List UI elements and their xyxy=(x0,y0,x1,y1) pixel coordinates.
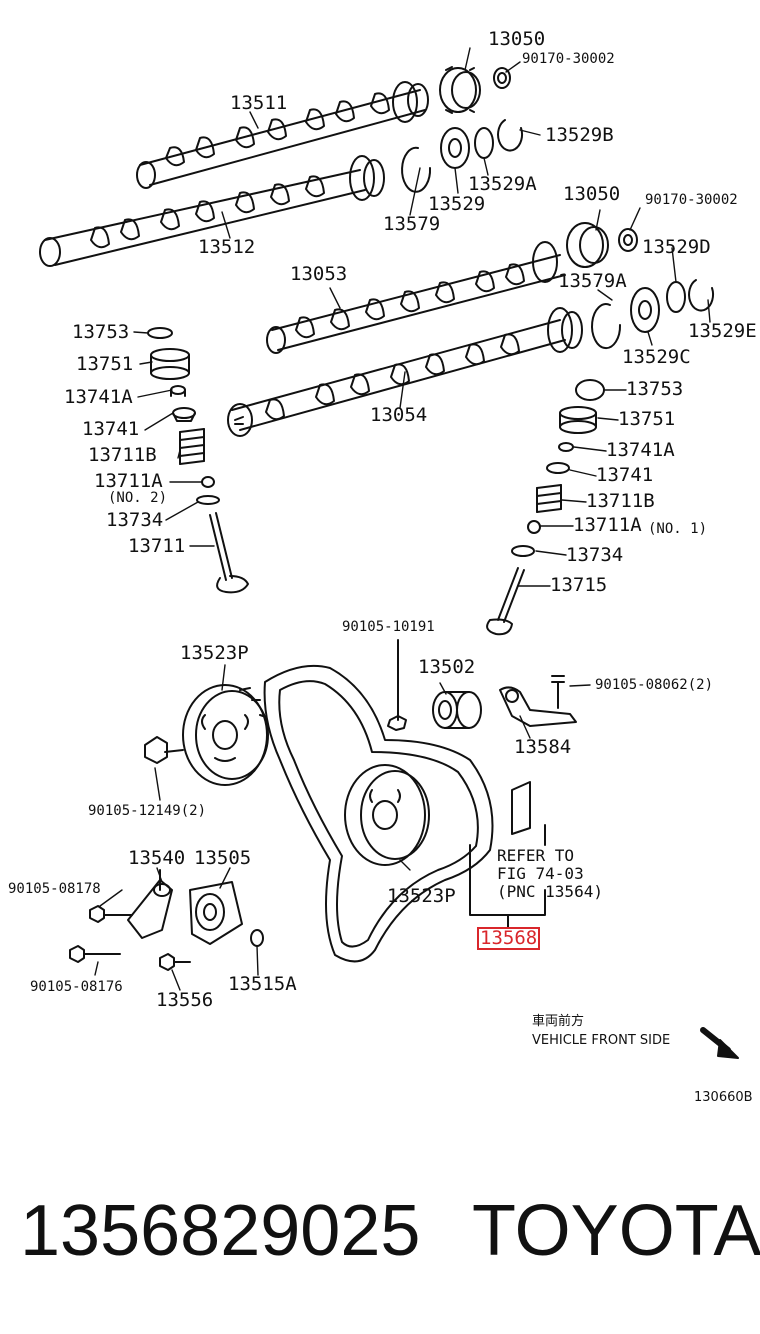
pulley-13505 xyxy=(189,881,243,945)
label-no2: (NO. 2) xyxy=(108,490,168,506)
label-no1: (NO. 1) xyxy=(648,521,708,537)
label-13523p-upper: 13523P xyxy=(180,642,249,664)
label-13741-left: 13741 xyxy=(82,418,140,440)
label-13711a-left: 13711A xyxy=(94,470,163,492)
label-13734-left: 13734 xyxy=(106,509,164,531)
label-13053: 13053 xyxy=(290,263,348,285)
label-13515a: 13515A xyxy=(228,973,297,995)
vehicle-front-side-jp: 車両前方 xyxy=(532,1014,585,1029)
label-13511: 13511 xyxy=(230,92,288,114)
gear-13050-lower xyxy=(566,222,638,268)
label-13529c: 13529C xyxy=(622,346,691,368)
label-90105-08062: 90105-08062(2) xyxy=(595,677,714,693)
rings-lower xyxy=(591,279,715,350)
label-13054: 13054 xyxy=(370,404,428,426)
bolt-90105-08178 xyxy=(89,905,133,923)
label-13741a-left: 13741A xyxy=(64,386,133,408)
label-13741a-right: 13741A xyxy=(606,439,675,461)
vehicle-front-side-en: VEHICLE FRONT SIDE xyxy=(532,1033,671,1048)
label-13050-upper: 13050 xyxy=(488,28,546,50)
label-13529d: 13529D xyxy=(642,236,711,258)
refer-note-line3: (PNC 13564) xyxy=(497,882,603,901)
label-13715: 13715 xyxy=(550,574,608,596)
front-arrow-icon xyxy=(700,1027,739,1059)
camshaft-13053 xyxy=(266,241,566,354)
label-13523p-lower: 13523P xyxy=(387,885,456,907)
stud-13556 xyxy=(159,953,191,971)
label-13741-right: 13741 xyxy=(596,464,654,486)
label-13529: 13529 xyxy=(428,193,486,215)
pulley-13523p-lower xyxy=(344,764,430,866)
timing-belt-13568 xyxy=(263,664,494,963)
label-13529e: 13529E xyxy=(688,320,757,342)
label-13753-right: 13753 xyxy=(626,378,684,400)
label-13540: 13540 xyxy=(128,847,186,869)
label-13529b: 13529B xyxy=(545,124,614,146)
damper-plate xyxy=(511,781,531,835)
washer-13515a xyxy=(250,929,264,947)
label-13505: 13505 xyxy=(194,847,252,869)
parts-diagram: 13050 90170-30002 13511 13529B 13529A 13… xyxy=(8,28,757,1105)
bolt-90105-08176 xyxy=(69,945,121,963)
bolt-90105-12149 xyxy=(144,736,184,764)
label-90105-10191: 90105-10191 xyxy=(342,619,435,635)
footer: 1356829025 TOYOTA xyxy=(0,1185,760,1295)
pulley-13523p-upper xyxy=(182,684,269,786)
gear-13050-upper xyxy=(439,66,511,114)
label-90170-30002-lower: 90170-30002 xyxy=(645,192,738,208)
label-13711a-right: 13711A xyxy=(573,514,642,536)
label-13512: 13512 xyxy=(198,236,256,258)
label-13579a: 13579A xyxy=(558,270,627,292)
brand-name: TOYOTA xyxy=(472,1191,760,1271)
label-13502: 13502 xyxy=(418,656,476,678)
label-13711b-left: 13711B xyxy=(88,444,157,466)
label-13568-highlighted: 13568 xyxy=(477,927,541,950)
label-13751-left: 13751 xyxy=(76,353,134,375)
label-13050-lower: 13050 xyxy=(563,183,621,205)
illustration-code: 130660B xyxy=(694,1090,753,1105)
label-13734-right: 13734 xyxy=(566,544,624,566)
camshaft-13511 xyxy=(136,81,429,189)
label-90170-30002-upper: 90170-30002 xyxy=(522,51,615,67)
label-13751-right: 13751 xyxy=(618,408,676,430)
label-90105-12149: 90105-12149(2) xyxy=(88,803,207,819)
label-90105-08176: 90105-08176 xyxy=(30,979,123,995)
idler-13502 xyxy=(432,691,482,729)
refer-note-line1: REFER TO xyxy=(497,846,575,865)
bolt-90105-10191 xyxy=(387,639,407,731)
tensioner-13540 xyxy=(127,869,173,939)
refer-note-line2: FIG 74-03 xyxy=(497,864,584,883)
label-13753-left: 13753 xyxy=(72,321,130,343)
label-13529a: 13529A xyxy=(468,173,537,195)
label-13579: 13579 xyxy=(383,213,441,235)
label-13556: 13556 xyxy=(156,989,214,1011)
leader-lines xyxy=(94,47,711,991)
label-13584: 13584 xyxy=(514,736,572,758)
label-13711b-right: 13711B xyxy=(586,490,655,512)
bracket-13584 xyxy=(499,675,577,727)
camshaft-13512 xyxy=(39,155,385,267)
part-number: 1356829025 xyxy=(20,1191,421,1271)
label-90105-08178: 90105-08178 xyxy=(8,881,101,897)
diagram-drawing xyxy=(39,47,739,1059)
label-13711: 13711 xyxy=(128,535,186,557)
